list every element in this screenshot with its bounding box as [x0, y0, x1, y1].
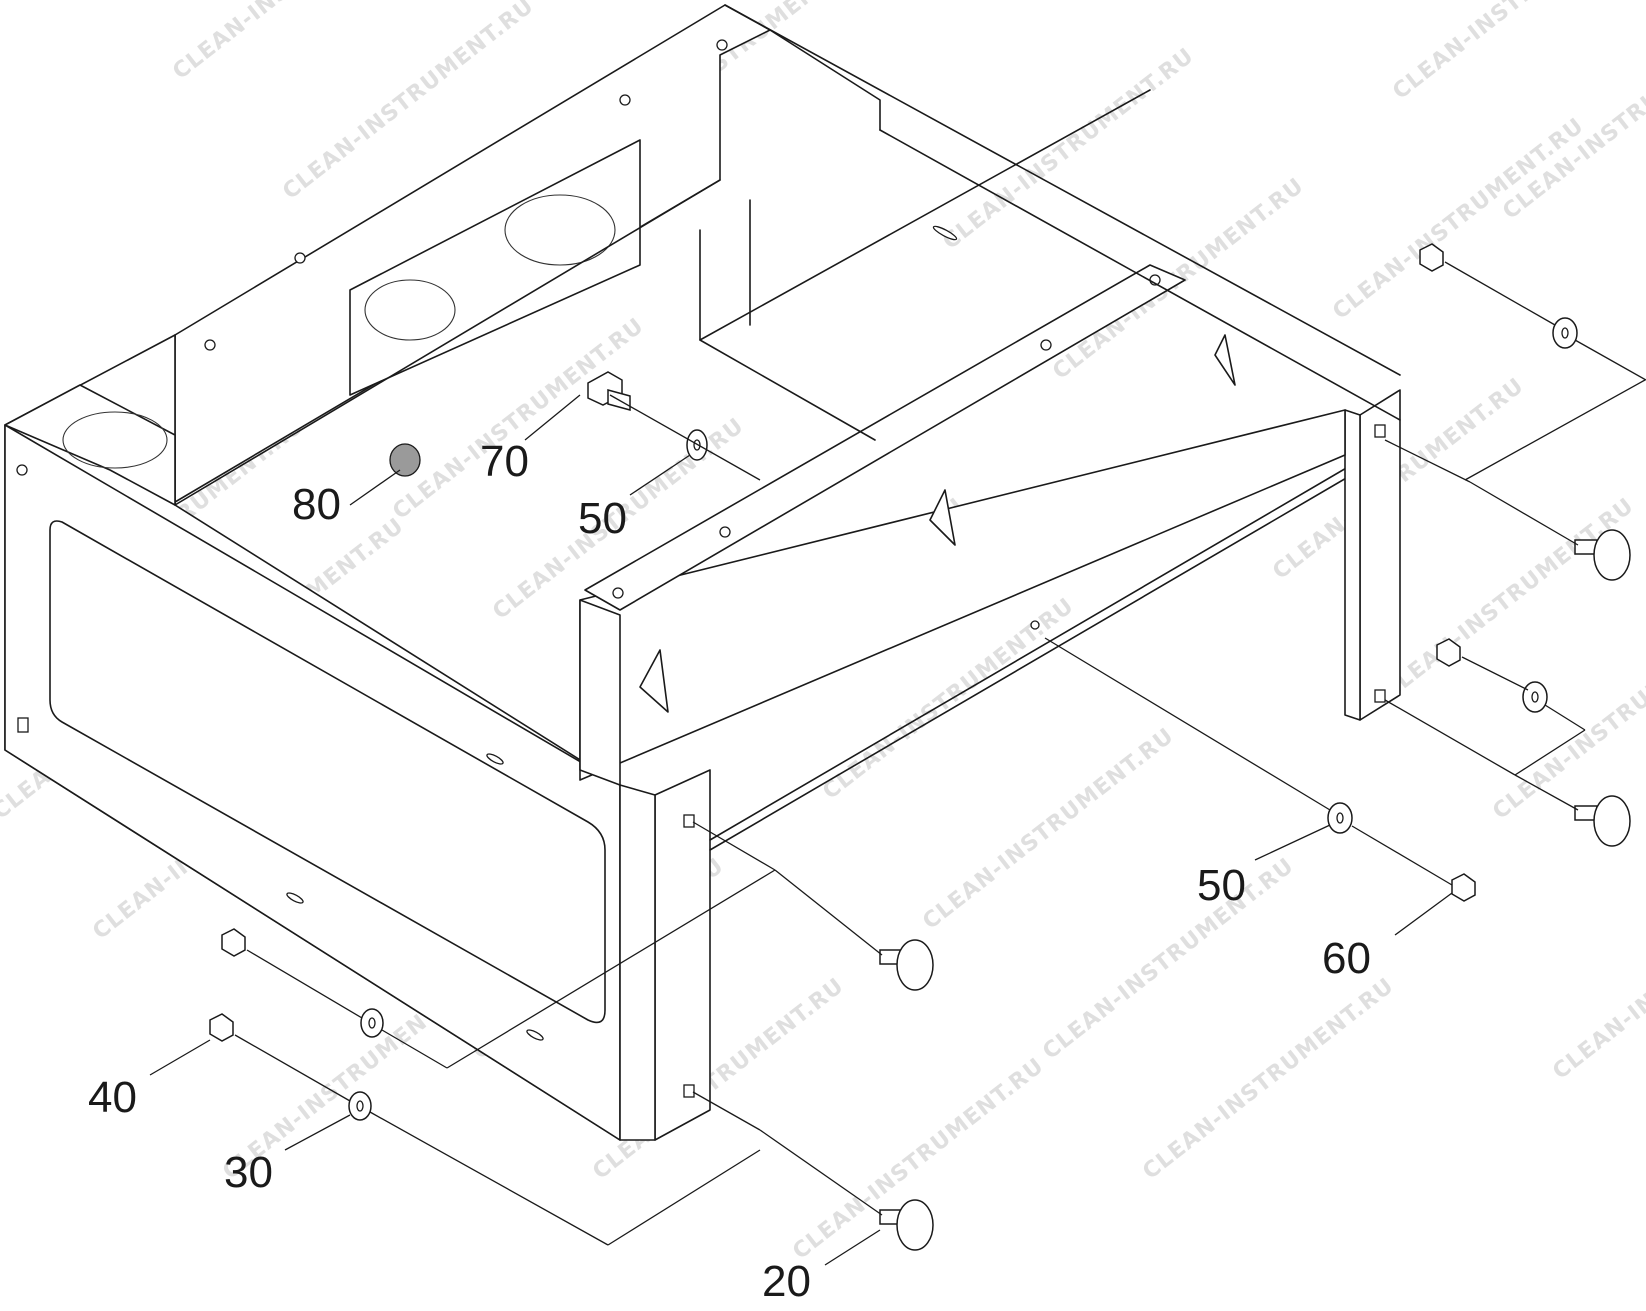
watermark-text: CLEAN-INSTRUMENT.RU [1328, 113, 1589, 324]
watermark-text: CLEAN-INSTRUMENT.RU [1388, 0, 1646, 105]
watermark-text: CLEAN-INSTRUMENT.RU [1038, 853, 1299, 1064]
stand-frame [4, 4, 1401, 1141]
watermark-text: CLEAN-INSTRUMENT.RU [938, 43, 1199, 254]
nut-part [1436, 638, 1461, 667]
callout-50-top: 50 [578, 494, 627, 543]
callout-50-right: 50 [1197, 861, 1246, 910]
watermark-text: CLEAN-INSTRUMENT.RU [1548, 873, 1646, 1084]
nut-part [221, 928, 246, 957]
callout-60: 60 [1322, 934, 1371, 983]
watermark-text: CLEAN-INSTRUMENT.RU [1378, 493, 1639, 704]
callout-40: 40 [88, 1073, 137, 1122]
bolt-part [587, 371, 631, 411]
callout-20: 20 [762, 1257, 811, 1306]
carriage-bolt-part [879, 939, 934, 991]
nut-part [1419, 243, 1444, 272]
plug-part [389, 443, 421, 477]
watermark-text: CLEAN-INSTRUMENT.RU [168, 0, 429, 85]
callout-30: 30 [224, 1148, 273, 1197]
nut-part [1451, 873, 1476, 902]
callout-80: 80 [292, 480, 341, 529]
carriage-bolt-part [879, 1199, 934, 1251]
watermark-text: CLEAN-INSTRUMENT.RU [918, 723, 1179, 934]
carriage-bolt-part [1574, 529, 1631, 581]
callout-70: 70 [480, 437, 529, 486]
callout-labels: 80 70 50 50 60 40 30 20 [88, 437, 1371, 1306]
watermark-text: CLEAN-INSTRUMENT.RU [1138, 973, 1399, 1184]
assembly-lines [149, 261, 1646, 1266]
nut-part [209, 1013, 234, 1042]
carriage-bolt-part [1574, 795, 1631, 847]
hardware-parts [209, 243, 1631, 1251]
